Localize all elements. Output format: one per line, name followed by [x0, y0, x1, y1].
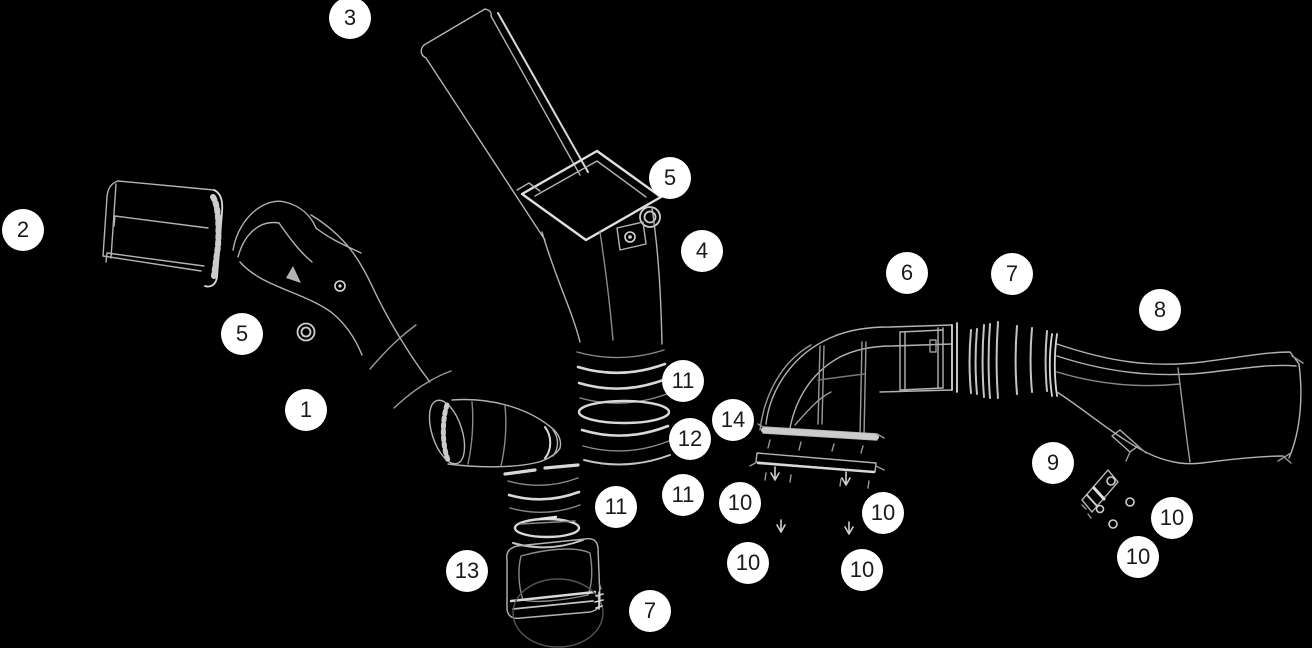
callout-8[interactable]: 8 [1139, 289, 1181, 331]
part-14-mounting-rail [749, 423, 885, 489]
part-11-bellows-lower [503, 463, 584, 549]
callout-10[interactable]: 10 [1117, 536, 1159, 578]
part-11-bellows-upper [576, 349, 671, 466]
callout-10[interactable]: 10 [862, 492, 904, 534]
callout-12[interactable]: 12 [669, 418, 711, 460]
callout-7[interactable]: 7 [629, 590, 671, 632]
grommet-5-left [296, 322, 316, 342]
callout-14[interactable]: 14 [712, 399, 754, 441]
callout-11[interactable]: 11 [662, 474, 704, 516]
callout-2[interactable]: 2 [2, 209, 44, 251]
part-6-elbow-frame [759, 322, 958, 437]
rail-screws-10 [770, 466, 854, 535]
grommet-5-middle [639, 206, 661, 228]
callout-9[interactable]: 9 [1032, 442, 1074, 484]
part-7-clamp-rings [968, 321, 1048, 399]
callout-3[interactable]: 3 [329, 0, 371, 39]
callout-11[interactable]: 11 [662, 360, 704, 402]
callout-5[interactable]: 5 [649, 157, 691, 199]
callout-13[interactable]: 13 [446, 550, 488, 592]
callout-10[interactable]: 10 [841, 549, 883, 591]
callout-7[interactable]: 7 [991, 253, 1033, 295]
part-3-snorkel-duct [420, 8, 589, 241]
callout-6[interactable]: 6 [886, 252, 928, 294]
part-2-air-inlet [102, 180, 224, 288]
part-9-bracket [1081, 429, 1147, 529]
callout-10[interactable]: 10 [719, 482, 761, 524]
part-1-intake-elbow [232, 200, 452, 409]
part-8-outlet-duct [1048, 333, 1304, 465]
part-12-clamp-ring [577, 399, 671, 425]
callout-10[interactable]: 10 [1151, 497, 1193, 539]
hose-elbow-mid [428, 398, 562, 468]
callout-5[interactable]: 5 [221, 313, 263, 355]
callout-10[interactable]: 10 [727, 542, 769, 584]
callout-1[interactable]: 1 [285, 389, 327, 431]
part-13-outlet-elbow [506, 538, 604, 648]
callout-4[interactable]: 4 [681, 230, 723, 272]
callout-11[interactable]: 11 [595, 486, 637, 528]
